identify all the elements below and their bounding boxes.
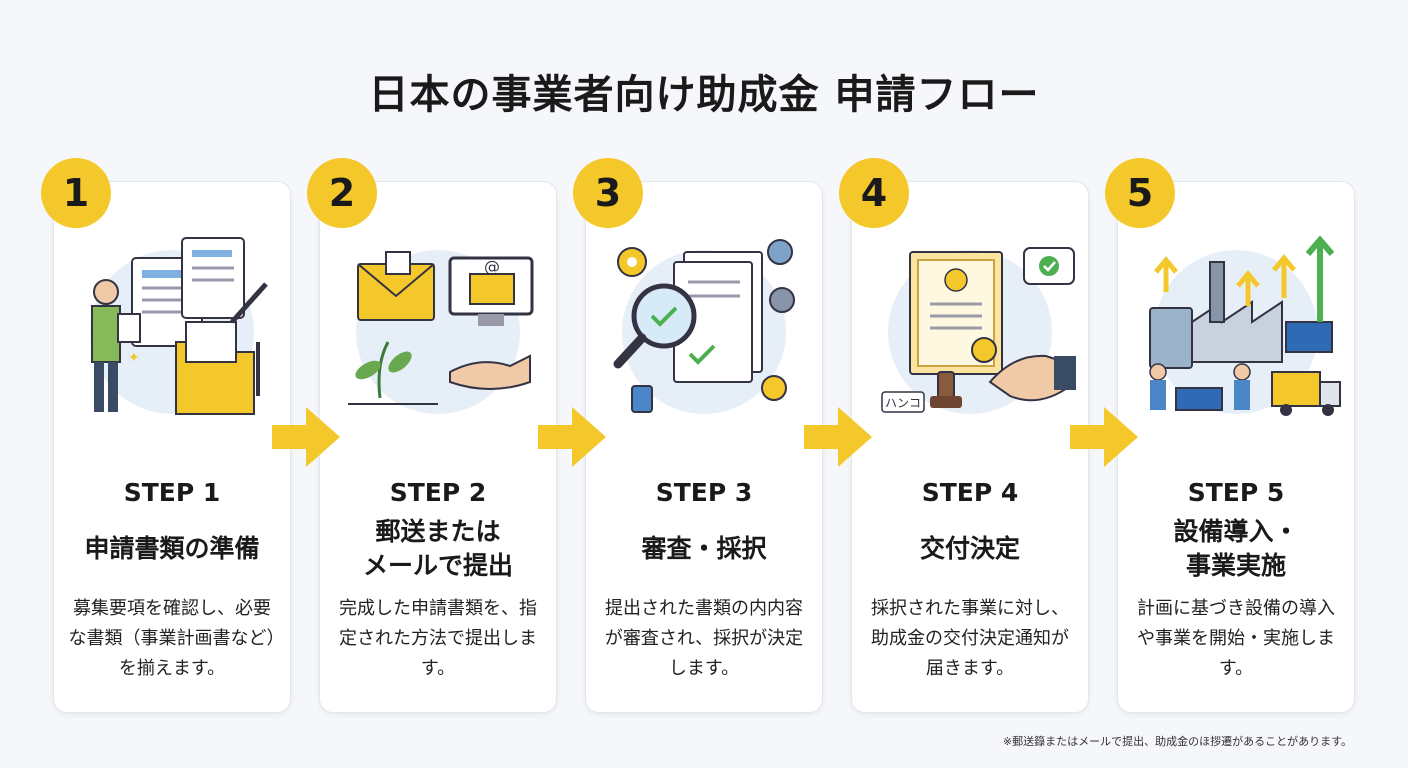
step-3-description: 提出された書類の内内容が審査され、採択が決定します。: [604, 598, 804, 679]
step-3-card: STEP 3 審査・採択 提出された書類の内内容が審査され、採択が決定します。: [585, 181, 823, 713]
step-2-description: 完成した申請書類を、指定された方法で提出します。: [339, 598, 537, 679]
svg-text:@: @: [484, 257, 500, 276]
step-2-title: 郵送または メールで提出: [362, 517, 513, 580]
step-1-description: 募集要項を確認し、必要な書類（事業計画書など）を揃えます。: [68, 598, 276, 679]
step-1-to-2-arrow-icon: [272, 407, 340, 467]
step-1-title: 申請書類の準備: [84, 534, 260, 563]
grant-decision-illustration: ハンコ: [881, 247, 1076, 414]
step-4-title: 交付決定: [919, 534, 1020, 563]
step-5-label: STEP 5: [1187, 478, 1285, 507]
submission-illustration: @: [348, 250, 534, 414]
step-5-title: 設備導入・ 事業実施: [1173, 517, 1299, 580]
step-4-description: 採択された事業に対し、助成金の交付決定通知が届きます。: [871, 598, 1069, 679]
step-1-card: ✦ STEP 1 申請書類の準備 募集要項を確認し、必要な書類（事業計画書など）…: [53, 181, 291, 713]
step-1-label: STEP 1: [123, 478, 221, 507]
step-2-card: @ STEP 2 郵送または メールで提出 完成した申請書類を、指定された方法で…: [319, 181, 557, 713]
step-5-description: 計画に基づき設備の導入や事業を開始・実施します。: [1137, 598, 1335, 679]
step-4-card: ハンコ STEP 4 交付決定 採択された事業に対し、助成金の交付決定通知が届き…: [851, 181, 1089, 713]
business-implementation-illustration: [1149, 235, 1341, 416]
page-title: 日本の事業者向け助成金 申請フロー: [368, 72, 1040, 118]
step-4-label: STEP 4: [921, 478, 1019, 507]
step-2-number-badge: 2: [307, 158, 377, 228]
review-illustration: [613, 239, 795, 414]
step-2-to-3-arrow-icon: [538, 407, 606, 467]
step-3-number-badge: 3: [573, 158, 643, 228]
step-3-label: STEP 3: [655, 478, 753, 507]
document-preparation-illustration: ✦: [90, 237, 268, 415]
step-3-title: 審査・採択: [641, 534, 767, 563]
step-3-to-4-arrow-icon: [804, 407, 872, 467]
step-5-number-badge: 5: [1105, 158, 1175, 228]
svg-text:✦: ✦: [128, 350, 140, 366]
step-2-label: STEP 2: [389, 478, 487, 507]
step-5-card: STEP 5 設備導入・ 事業実施 計画に基づき設備の導入や事業を開始・実施しま…: [1117, 181, 1355, 713]
step-1-number-badge: 1: [41, 158, 111, 228]
stamp-label: ハンコ: [885, 396, 921, 410]
step-4-number-badge: 4: [839, 158, 909, 228]
step-4-to-5-arrow-icon: [1070, 407, 1138, 467]
footnote: ※郵送籙またはメールで提出、助成金のほ拶遷があることがあります。: [1002, 735, 1352, 748]
